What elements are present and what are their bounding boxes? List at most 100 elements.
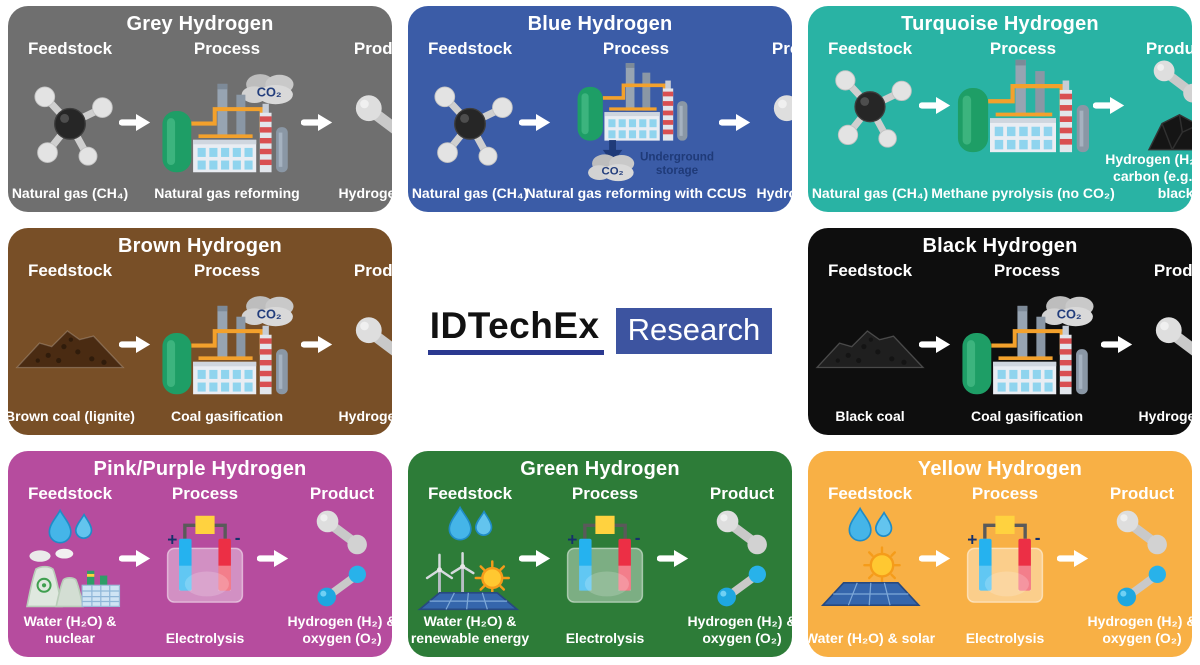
feedstock-label: Natural gas (CH₄) bbox=[411, 185, 529, 202]
product-label: Hydrogen (H₂) & oxygen (O₂) bbox=[287, 612, 392, 646]
column-header-process: Process bbox=[602, 39, 670, 58]
column-header-product: Product bbox=[1109, 483, 1175, 503]
process-label: Coal gasification bbox=[170, 407, 284, 424]
nuclear-plant-icon bbox=[16, 548, 124, 608]
h2-and-o2-molecules-icon bbox=[690, 504, 792, 613]
o2-molecule-icon bbox=[1111, 561, 1173, 609]
feedstock-label: Brown coal (lignite) bbox=[8, 407, 135, 424]
feedstock-label: Natural gas (CH₄) bbox=[811, 185, 929, 202]
black-coal-pile-icon bbox=[820, 281, 920, 407]
right-arrow-icon bbox=[258, 504, 290, 613]
right-arrow-icon bbox=[920, 59, 952, 151]
h2-and-o2-molecules-icon bbox=[1090, 504, 1192, 613]
factory-co2-cloud-icon bbox=[152, 281, 302, 407]
feedstock-label: Water (H₂O) & nuclear bbox=[23, 612, 117, 646]
card-pink-purple-hydrogen: Pink/Purple Hydrogen Feedstock Process P… bbox=[8, 450, 392, 657]
water-and-nuclear-icon bbox=[20, 504, 120, 613]
column-header-process: Process bbox=[971, 483, 1039, 503]
right-arrow-icon bbox=[1058, 504, 1090, 613]
column-header-product: Product bbox=[709, 483, 775, 503]
underground-storage-label-line1: Underground bbox=[640, 151, 714, 164]
o2-molecule-icon bbox=[711, 561, 773, 609]
card-title: Pink/Purple Hydrogen bbox=[93, 457, 307, 480]
card-green-hydrogen: Green Hydrogen Feedstock Process Product bbox=[408, 450, 792, 657]
factory-co2-cloud-icon bbox=[952, 281, 1102, 407]
h2-molecule-icon bbox=[752, 59, 792, 185]
brown-coal-pile-icon bbox=[20, 281, 120, 407]
product-label: Hydrogen (H₂) & solid carbon (e.g. carbo… bbox=[1105, 151, 1192, 202]
coal-lump-icon bbox=[1143, 109, 1192, 154]
column-header-process: Process bbox=[171, 483, 239, 503]
product-label: Hydrogen (H₂) bbox=[338, 185, 392, 202]
electrolysis-cell-icon bbox=[152, 504, 258, 613]
electrolysis-cell-icon bbox=[952, 504, 1058, 613]
h2-molecule-icon bbox=[1134, 281, 1192, 407]
column-header-product: Product bbox=[1145, 39, 1192, 58]
process-label: Electrolysis bbox=[965, 629, 1045, 646]
process-label: Electrolysis bbox=[565, 629, 645, 646]
feedstock-label: Black coal bbox=[835, 407, 905, 424]
product-label: Hydrogen (H₂) bbox=[756, 185, 792, 202]
process-label: Electrolysis bbox=[165, 629, 245, 646]
right-arrow-icon bbox=[302, 281, 334, 407]
card-brown-hydrogen: Brown Hydrogen Feedstock Process Product bbox=[8, 228, 392, 435]
feedstock-label: Natural gas (CH₄) bbox=[11, 185, 129, 202]
card-blue-hydrogen: Blue Hydrogen Feedstock Process Product … bbox=[408, 6, 792, 213]
right-arrow-icon bbox=[302, 59, 334, 185]
h2-and-o2-molecules-icon bbox=[290, 504, 392, 613]
factory-icon bbox=[952, 59, 1094, 151]
factory-co2-cloud-icon bbox=[152, 59, 302, 185]
water-drops-icon bbox=[443, 505, 497, 543]
right-arrow-icon bbox=[120, 504, 152, 613]
research-badge: Research bbox=[615, 308, 773, 355]
methane-molecule-icon bbox=[20, 59, 120, 185]
column-header-feedstock: Feedstock bbox=[827, 39, 913, 58]
right-arrow-icon bbox=[920, 504, 952, 613]
card-title: Blue Hydrogen bbox=[527, 13, 673, 35]
card-title: Green Hydrogen bbox=[520, 457, 680, 480]
feedstock-label: Water (H₂O) & solar bbox=[808, 629, 936, 646]
column-header-product: Product bbox=[771, 39, 792, 58]
right-arrow-icon bbox=[720, 59, 752, 185]
h2-molecule-icon bbox=[309, 507, 375, 559]
water-drops-icon bbox=[843, 506, 897, 544]
column-header-process: Process bbox=[989, 39, 1057, 58]
process-label: Coal gasification bbox=[970, 407, 1084, 424]
column-header-process: Process bbox=[193, 39, 261, 58]
product-label: Hydrogen (H₂) bbox=[1138, 407, 1192, 424]
h2-molecule-icon bbox=[1145, 57, 1192, 107]
electrolysis-cell-icon bbox=[552, 504, 658, 613]
column-header-feedstock: Feedstock bbox=[27, 39, 113, 58]
h2-and-solid-carbon-icon bbox=[1126, 59, 1192, 151]
water-and-solar-icon bbox=[820, 504, 920, 613]
card-title: Yellow Hydrogen bbox=[917, 457, 1083, 480]
column-header-process: Process bbox=[993, 261, 1061, 281]
process-label: Natural gas reforming with CCUS bbox=[525, 185, 747, 202]
h2-molecule-icon bbox=[334, 59, 392, 185]
h2-molecule-icon bbox=[1109, 507, 1175, 559]
h2-molecule-icon bbox=[709, 507, 775, 559]
column-header-process: Process bbox=[571, 483, 639, 503]
card-title: Grey Hydrogen bbox=[126, 13, 274, 35]
right-arrow-icon bbox=[658, 504, 690, 613]
card-title: Turquoise Hydrogen bbox=[901, 13, 1099, 35]
right-arrow-icon bbox=[120, 59, 152, 185]
column-header-product: Product bbox=[353, 39, 392, 58]
right-arrow-icon bbox=[1102, 281, 1134, 407]
idtechex-research-logo: IDTechEx Research bbox=[427, 307, 773, 356]
column-header-product: Product bbox=[1153, 261, 1192, 281]
right-arrow-icon bbox=[520, 504, 552, 613]
methane-molecule-icon bbox=[820, 59, 920, 151]
sun-solar-panel-icon bbox=[813, 546, 927, 610]
column-header-feedstock: Feedstock bbox=[427, 483, 513, 503]
column-header-feedstock: Feedstock bbox=[827, 261, 913, 281]
right-arrow-icon bbox=[520, 59, 552, 185]
card-title: Black Hydrogen bbox=[922, 235, 1078, 258]
card-title: Brown Hydrogen bbox=[118, 235, 282, 258]
product-label: Hydrogen (H₂) & oxygen (O₂) bbox=[687, 612, 792, 646]
right-arrow-icon bbox=[920, 281, 952, 407]
column-header-feedstock: Feedstock bbox=[427, 39, 513, 58]
logo-cell: IDTechEx Research bbox=[408, 228, 792, 434]
product-label: Hydrogen (H₂) & oxygen (O₂) bbox=[1087, 612, 1192, 646]
